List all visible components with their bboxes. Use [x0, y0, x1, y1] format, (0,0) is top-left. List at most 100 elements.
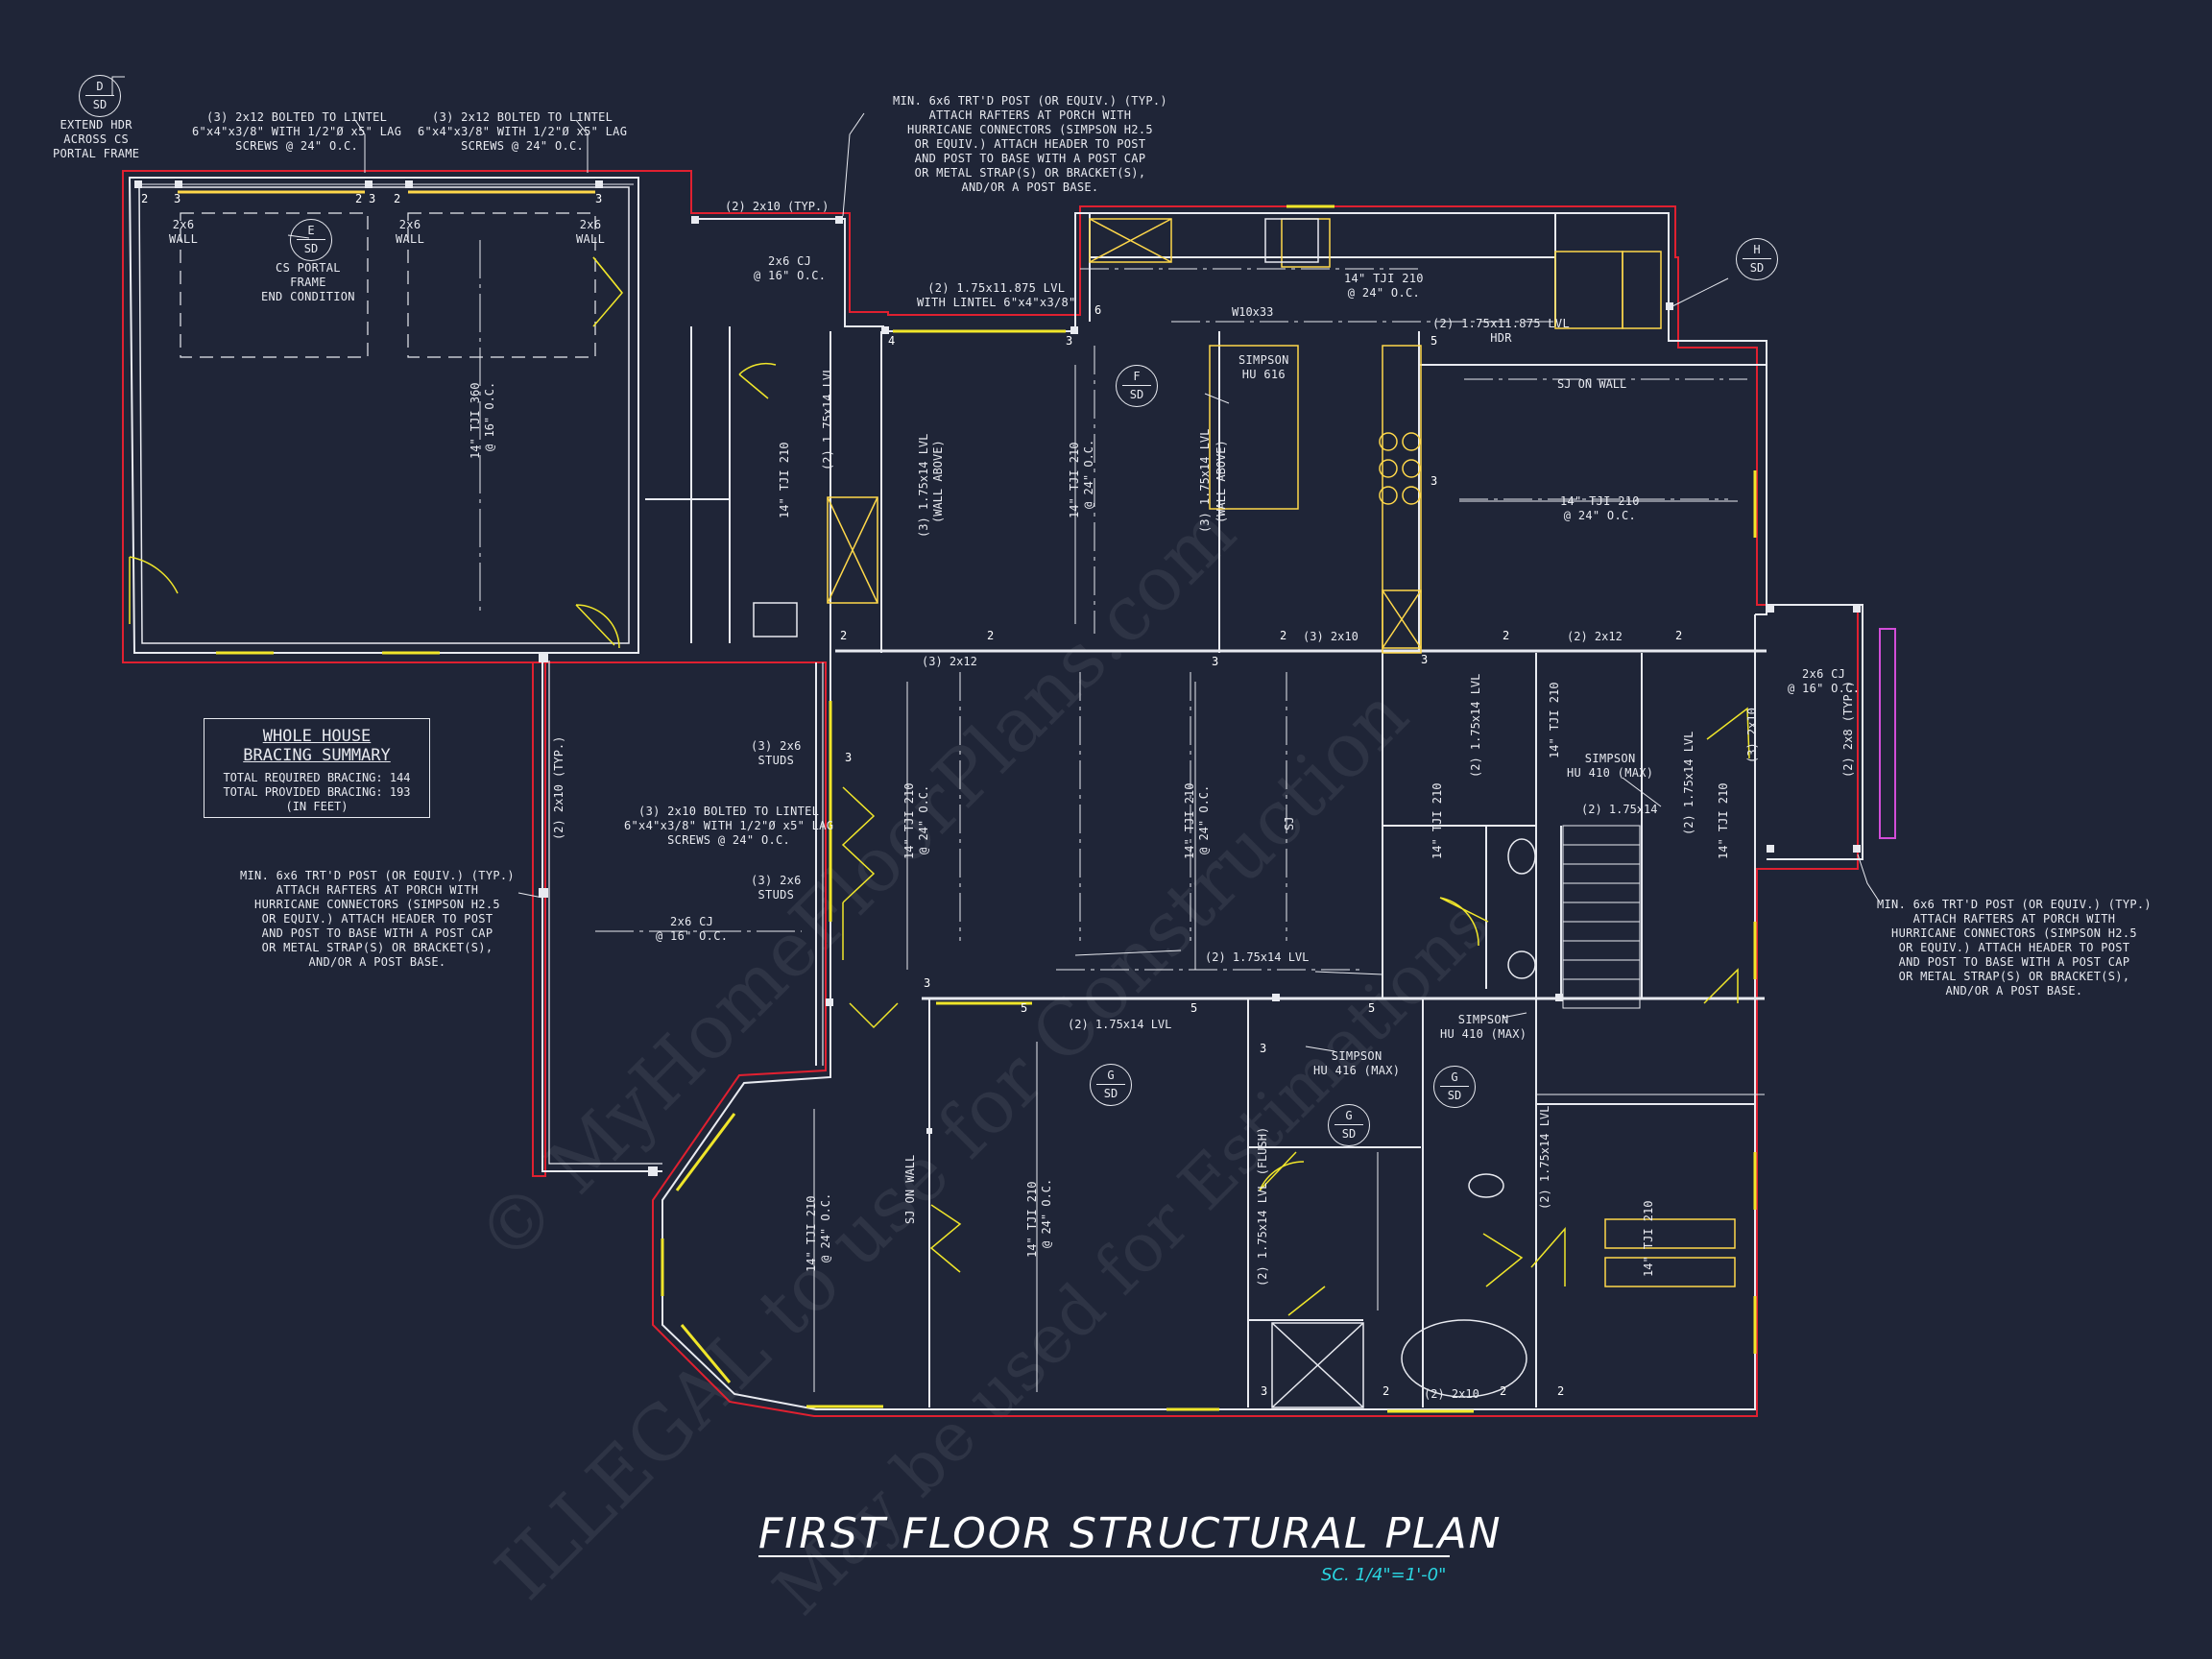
- note-studs-b: (3) 2x6 STUDS: [751, 874, 802, 902]
- note-simpson-410a: SIMPSON HU 410 (MAX): [1567, 752, 1654, 780]
- post-num: 3: [1421, 653, 1429, 666]
- post-num: 2: [141, 192, 149, 205]
- note-post-left: MIN. 6x6 TRT'D POST (OR EQUIV.) (TYP.) A…: [240, 869, 515, 969]
- post-num: 3: [924, 976, 931, 990]
- vlabel-24oc-b: @ 24" O.C.: [1082, 439, 1095, 509]
- detail-id: G: [1096, 1067, 1125, 1085]
- vlabel-tji-210-d: 14" TJI 210: [1183, 782, 1196, 859]
- page-title: FIRST FLOOR STRUCTURAL PLAN: [758, 1509, 1503, 1558]
- post-num: 2: [1382, 1384, 1390, 1398]
- note-simpson-416: SIMPSON HU 416 (MAX): [1313, 1049, 1401, 1077]
- label-2x10-typ: (2) 2x10 (TYP.): [725, 200, 830, 213]
- post-num: 3: [369, 192, 376, 205]
- post-num: 5: [1368, 1001, 1376, 1015]
- summary-units: (IN FEET): [285, 800, 349, 813]
- post-num: 3: [1431, 474, 1438, 488]
- detail-sheet: SD: [1447, 1089, 1462, 1102]
- label-2x10-bottom: (2) 2x10: [1424, 1387, 1479, 1401]
- label-2-2x12: (2) 2x12: [1567, 630, 1623, 643]
- vlabel-3-2x10: (3) 2x10: [1745, 708, 1759, 763]
- bracing-summary: WHOLE HOUSE BRACING SUMMARY TOTAL REQUIR…: [204, 718, 430, 818]
- vlabel-tji-210-f: 14" TJI 210: [1025, 1181, 1039, 1258]
- label-lvl-mid: (2) 1.75x14 LVL: [1068, 1018, 1172, 1031]
- vlabel-lvl14-a: (2) 1.75x14 LVL: [821, 366, 834, 470]
- note-portal-frame: CS PORTAL FRAME END CONDITION: [261, 261, 355, 303]
- detail-tag-f[interactable]: F SD: [1116, 365, 1158, 407]
- vlabel-lvl14-b: (2) 1.75x14 LVL: [1469, 673, 1482, 778]
- label-3-2x12: (3) 2x12: [922, 655, 977, 668]
- detail-tag-g2[interactable]: G SD: [1328, 1104, 1370, 1146]
- note-2x6-wall-c: 2x6 WALL: [576, 218, 606, 246]
- note-simpson-410b: SIMPSON HU 410 (MAX): [1440, 1013, 1527, 1041]
- detail-sheet: SD: [303, 242, 319, 255]
- summary-heading-1: WHOLE HOUSE: [262, 727, 372, 746]
- vlabel-wall-above-b: (WALL ABOVE): [1214, 440, 1228, 523]
- note-studs-a: (3) 2x6 STUDS: [751, 739, 802, 767]
- post-num: 2: [1557, 1384, 1565, 1398]
- detail-tag-h[interactable]: H SD: [1736, 238, 1778, 280]
- vlabel-tji-210-e: 14" TJI 210: [805, 1195, 818, 1272]
- vlabel-lvl14-d: (2) 1.75x14 LVL: [1538, 1105, 1551, 1210]
- post-num: 2: [355, 192, 363, 205]
- note-lintel-left: (3) 2x12 BOLTED TO LINTEL 6"x4"x3/8" WIT…: [192, 110, 402, 153]
- note-2x6-wall-a: 2x6 WALL: [169, 218, 199, 246]
- label-lvl-top: (2) 1.75x14 LVL: [1205, 950, 1310, 964]
- vlabel-sj-on-wall: SJ ON WALL: [903, 1154, 917, 1224]
- summary-required: TOTAL REQUIRED BRACING: 144: [223, 771, 411, 784]
- vlabel-sj: SJ: [1283, 816, 1296, 830]
- vlabel-tji-360: 14" TJI 360: [469, 382, 482, 459]
- vlabel-tji-210-b: 14" TJI 210: [1068, 442, 1081, 518]
- vlabel-tji-210-c: 14" TJI 210: [902, 782, 916, 859]
- note-lintel-right: (3) 2x12 BOLTED TO LINTEL 6"x4"x3/8" WIT…: [418, 110, 628, 153]
- post-num: 2: [1675, 629, 1683, 642]
- note-post-top: MIN. 6x6 TRT'D POST (OR EQUIV.) (TYP.) A…: [893, 94, 1167, 194]
- post-num: 5: [1190, 1001, 1198, 1015]
- detail-id: G: [1440, 1069, 1469, 1087]
- vlabel-lvl-flush: (2) 1.75x14 LVL (FLUSH): [1256, 1126, 1269, 1286]
- post-num: 3: [174, 192, 181, 205]
- vlabel-lvl14-wall-a: (3) 1.75x14 LVL: [917, 433, 930, 538]
- label-lvl-stair: (2) 1.75x14: [1581, 803, 1658, 816]
- exterior-outline: [122, 170, 1859, 1417]
- post-num: 2: [987, 629, 995, 642]
- detail-sheet: SD: [1129, 388, 1144, 401]
- vlabel-2x10-typ: (2) 2x10 (TYP.): [552, 735, 565, 840]
- detail-sheet: SD: [1749, 261, 1765, 275]
- post-num: 2: [1503, 629, 1510, 642]
- label-sj-on-wall: SJ ON WALL: [1557, 377, 1627, 391]
- label-3-2x10: (3) 2x10: [1303, 630, 1358, 643]
- post-num: 2: [394, 192, 401, 205]
- note-extend-hdr: EXTEND HDR ACROSS CS PORTAL FRAME: [53, 118, 140, 160]
- vlabel-24oc-d: @ 24" O.C.: [1197, 784, 1211, 854]
- post-num: 3: [1260, 1042, 1267, 1055]
- vlabel-tji-210-i: 14" TJI 210: [1717, 782, 1730, 859]
- vlabel-wall-above-a: (WALL ABOVE): [931, 440, 945, 523]
- post-num: 3: [845, 751, 853, 764]
- vlabel-tji-210-g: 14" TJI 210: [1548, 682, 1561, 758]
- detail-sheet: SD: [92, 98, 108, 111]
- note-post-right: MIN. 6x6 TRT'D POST (OR EQUIV.) (TYP.) A…: [1877, 898, 2152, 998]
- post-num: 3: [595, 192, 603, 205]
- vlabel-24oc-c: @ 24" O.C.: [917, 784, 930, 854]
- detail-sheet: SD: [1341, 1127, 1357, 1141]
- detail-id: F: [1122, 368, 1151, 386]
- detail-tag-g3[interactable]: G SD: [1433, 1066, 1476, 1108]
- post-num: 3: [1212, 655, 1219, 668]
- scale-label: SC. 1/4"=1'-0": [1321, 1565, 1447, 1585]
- vlabel-tji-210-a: 14" TJI 210: [778, 442, 791, 518]
- vlabel-lvl14-wall-b: (3) 1.75x14 LVL: [1198, 428, 1212, 533]
- post-num: 5: [1431, 334, 1438, 348]
- vlabel-24oc-f: @ 24" O.C.: [1040, 1178, 1053, 1248]
- vlabel-tji-210-j: 14" TJI 210: [1642, 1200, 1655, 1277]
- post-num: 2: [1280, 629, 1287, 642]
- detail-id: H: [1743, 241, 1771, 259]
- note-tji-kitchen: 14" TJI 210 @ 24" O.C.: [1344, 272, 1424, 300]
- note-cj-top: 2x6 CJ @ 16" O.C.: [754, 254, 827, 282]
- vlabel-tji-360-oc: @ 16" O.C.: [483, 381, 496, 451]
- detail-id: G: [1334, 1107, 1363, 1125]
- note-lintel-mid: (3) 2x10 BOLTED TO LINTEL 6"x4"x3/8" WIT…: [624, 805, 834, 847]
